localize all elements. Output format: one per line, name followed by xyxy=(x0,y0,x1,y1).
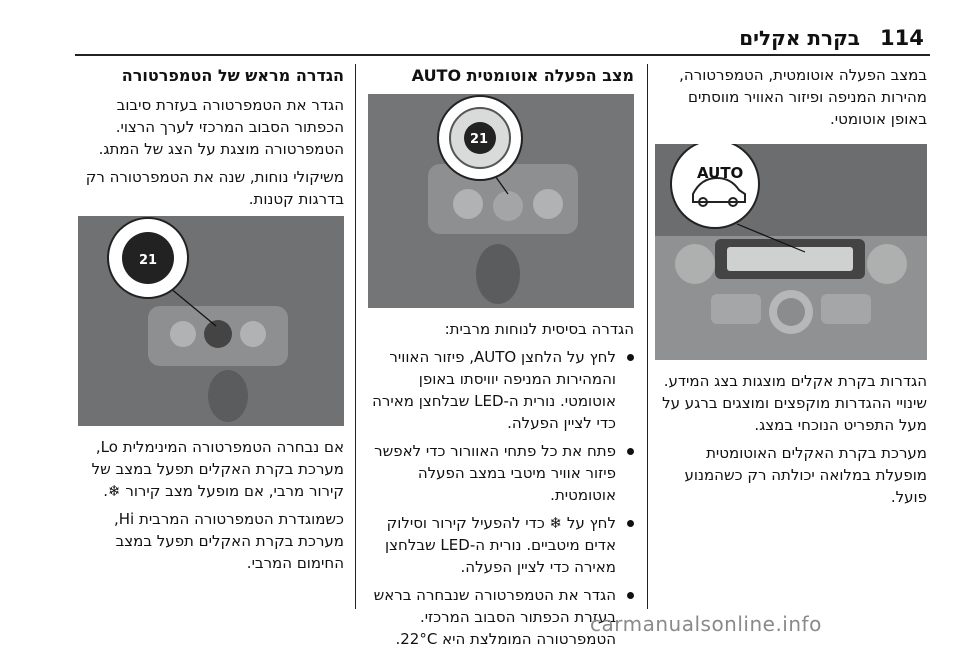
auto-label: AUTO xyxy=(697,164,744,182)
comfort-note: משיקולי נוחות, שנה את הטמפרטורה רק בדרגו… xyxy=(85,168,344,208)
left-column: הגדרה מראש של הטמפרטורה הגדר את הטמפרטור… xyxy=(78,64,344,580)
knob-illustration xyxy=(368,94,634,308)
hi-temperature-note: כשמוגדרת הטמפרטורה המרבית Hi, מערכת בקרת… xyxy=(113,510,344,572)
settings-list: לחץ על הלחצן AUTO, פיזור האוויר והמהירות… xyxy=(368,346,634,650)
section-title: בקרת אקלים xyxy=(739,26,860,50)
temperature-set-text: הגדר את הטמפרטורה בעזרת סיבוב הכפתור הסב… xyxy=(98,96,344,158)
control-panel-illustration xyxy=(655,144,927,360)
temperature-knob-illustration xyxy=(78,216,344,426)
temperature-knob-figure: 21 xyxy=(78,216,344,426)
engine-running-note: מערכת בקרת האקלים האוטומטית מופעלת במלוא… xyxy=(684,444,927,506)
settings-display-text: הגדרות בקרת אקלים מוצגות בצג המידע. שינו… xyxy=(662,372,927,434)
basic-settings-intro: הגדרה בסיסית לנוחות מרבית: xyxy=(444,320,634,338)
right-column: במצב הפעלה אוטומטית, הטמפרטורה, מהירות ה… xyxy=(655,64,927,514)
column-divider-right xyxy=(647,64,648,609)
page-number: 114 xyxy=(880,26,924,50)
lo-temperature-note: אם נבחרה הטמפרטורה המינימלית Lo, מערכת ב… xyxy=(91,438,344,500)
header-rule xyxy=(75,54,930,56)
temperature-knob-display: 21 xyxy=(139,253,158,268)
page-header: 114 בקרת אקלים xyxy=(0,0,960,58)
list-item: לחץ על ❄ כדי להפעיל קירור וסילוק אדים מי… xyxy=(368,512,634,578)
column-divider-left xyxy=(355,64,356,609)
middle-column: מצב הפעלה אוטומטית AUTO 21 הגדרה בסיסית … xyxy=(368,64,634,656)
knob-temperature-display: 21 xyxy=(470,132,489,147)
auto-knob-figure: 21 xyxy=(368,94,634,308)
auto-button-figure: AUTO xyxy=(655,144,927,360)
auto-mode-intro: במצב הפעלה אוטומטית, הטמפרטורה, מהירות ה… xyxy=(679,66,927,128)
auto-mode-title: מצב הפעלה אוטומטית AUTO xyxy=(411,66,634,85)
watermark: carmanualsonline.info xyxy=(590,612,822,636)
list-item: לחץ על הלחצן AUTO, פיזור האוויר והמהירות… xyxy=(368,346,634,434)
list-item: פתח את כל פתחי האוורור כדי לאפשר פיזור א… xyxy=(368,440,634,506)
temperature-preset-title: הגדרה מראש של הטמפרטורה xyxy=(121,66,344,85)
